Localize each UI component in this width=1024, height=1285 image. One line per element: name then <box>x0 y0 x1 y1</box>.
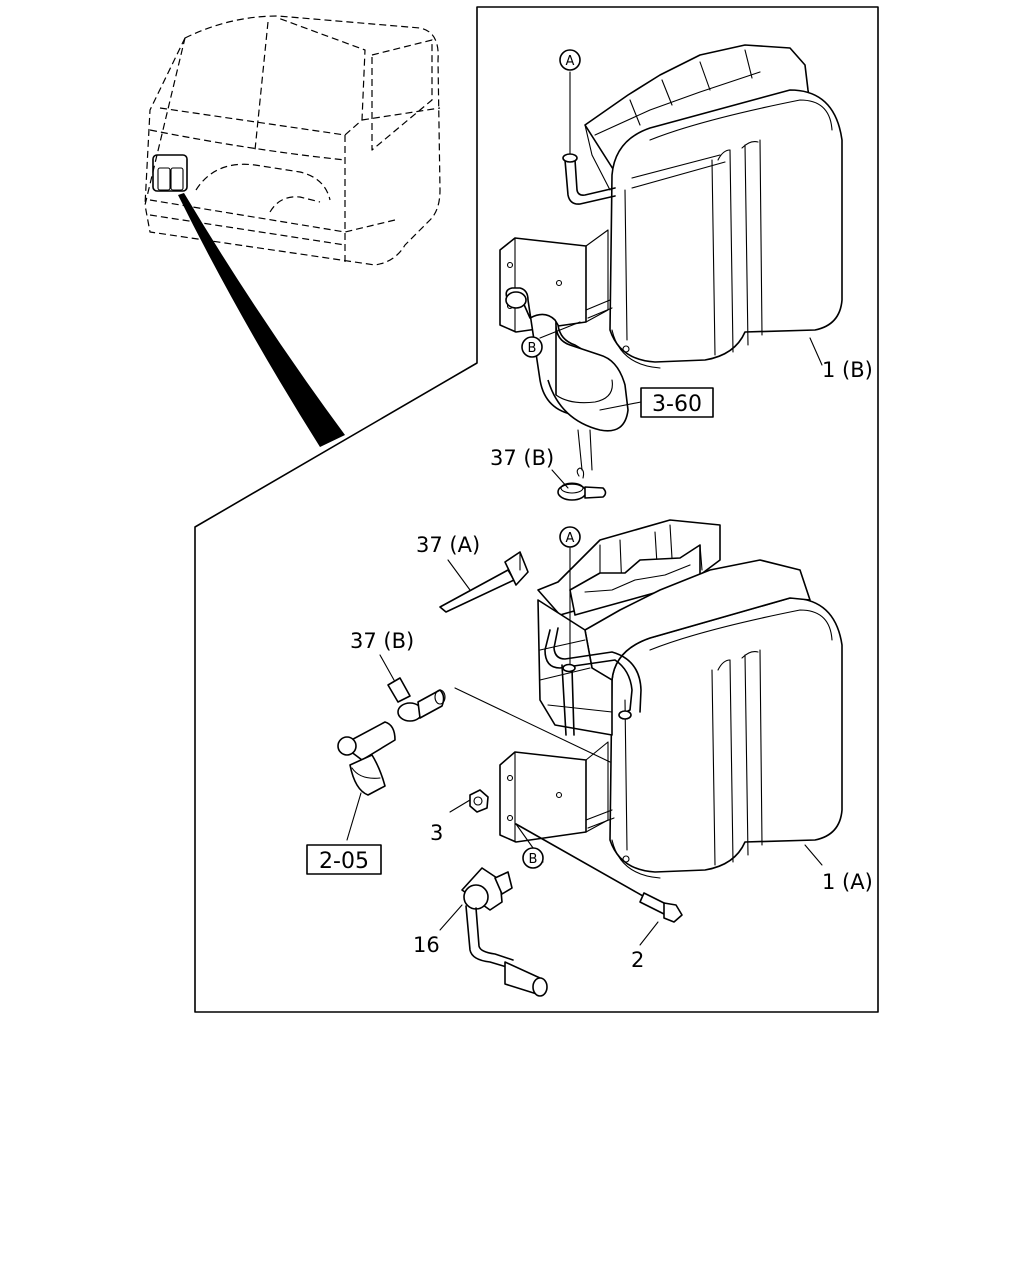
callout-2: 2 <box>631 948 644 972</box>
clamp-37b-upper <box>557 467 607 501</box>
callout-37b-upper: 37 (B) <box>490 446 554 470</box>
svg-text:B: B <box>529 852 538 867</box>
svg-text:3-60: 3-60 <box>652 392 702 417</box>
hose-2-05 <box>337 721 396 796</box>
clamp-37b-lower <box>387 677 611 763</box>
nut-3 <box>469 789 489 813</box>
tie-37a <box>439 551 529 613</box>
marker-b-lower: B <box>522 847 544 869</box>
ref-box-2-05: 2-05 <box>306 844 382 875</box>
marker-a-top: A <box>559 49 581 71</box>
hose-3-60 <box>505 287 629 471</box>
detail-frame <box>194 6 879 1013</box>
canister-1a <box>499 519 843 879</box>
callout-16: 16 <box>413 933 440 957</box>
svg-text:B: B <box>528 341 537 356</box>
bolt-2 <box>515 823 683 923</box>
svg-text:A: A <box>566 54 575 69</box>
leader-lines <box>346 321 823 946</box>
svg-text:2-05: 2-05 <box>319 849 369 874</box>
callout-37b-lower: 37 (B) <box>350 629 414 653</box>
callout-1b: 1 (B) <box>822 358 873 382</box>
callout-3: 3 <box>430 821 443 845</box>
truck-cab-illustration <box>144 15 441 266</box>
callout-1a: 1 (A) <box>822 870 873 894</box>
ref-box-3-60: 3-60 <box>640 387 714 418</box>
marker-b-upper: B <box>521 336 543 358</box>
marker-a-mid: A <box>559 526 581 548</box>
sensor-16 <box>461 867 548 997</box>
callout-37a: 37 (A) <box>416 533 480 557</box>
svg-text:A: A <box>566 531 575 546</box>
canister-1b <box>499 44 843 369</box>
locator-wedge <box>178 193 345 447</box>
